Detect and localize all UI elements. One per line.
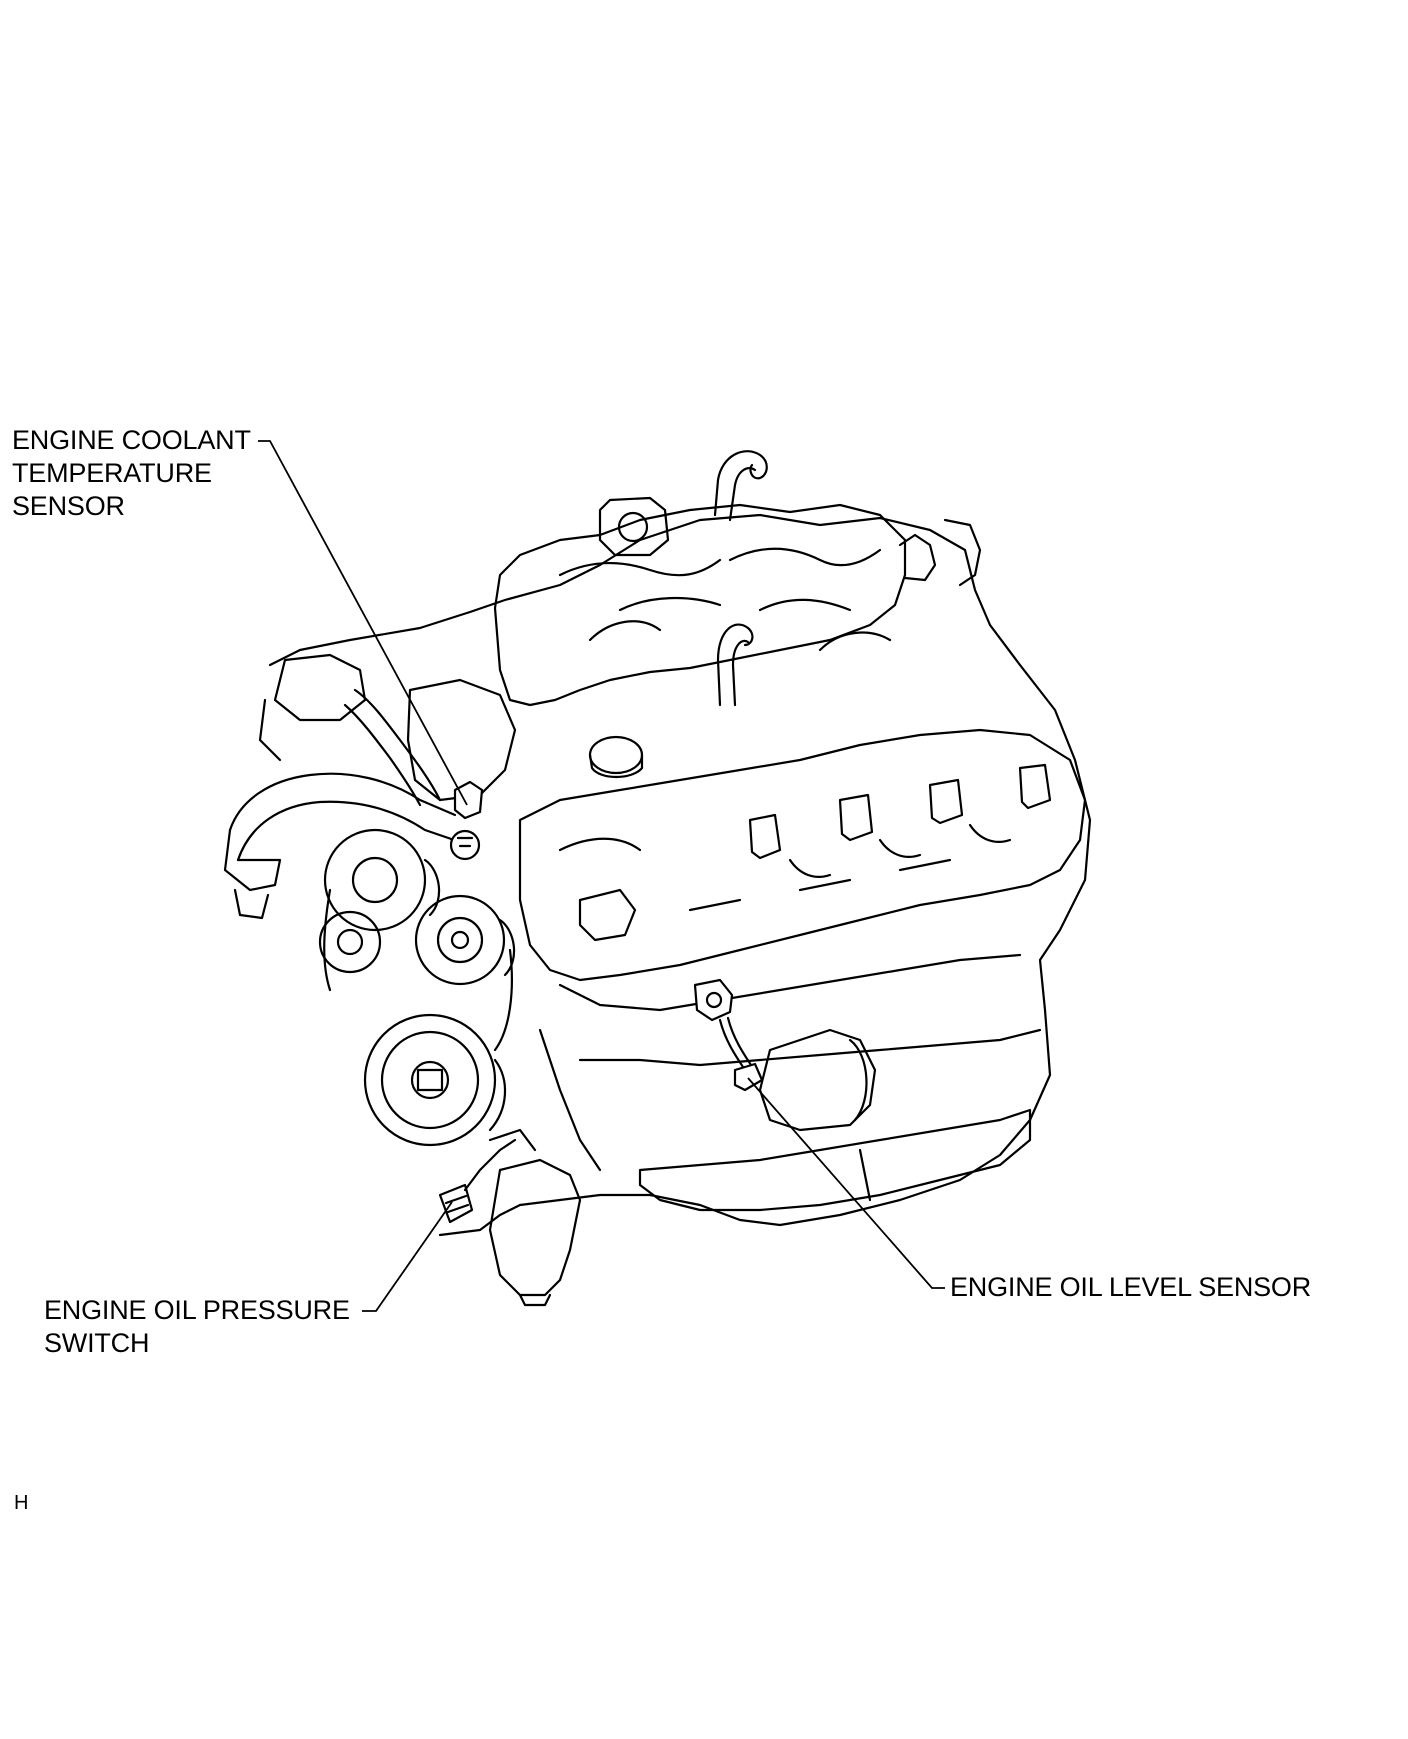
corner-mark: H [14, 1492, 29, 1514]
leader-lines [258, 440, 945, 1312]
coolant-sensor-label-line-1: ENGINE COOLANT [12, 425, 251, 455]
coolant-sensor-label-line-3: SENSOR [12, 491, 125, 521]
coolant-sensor-leader-line [258, 440, 468, 806]
oil-pressure-switch-leader-line [362, 1201, 453, 1312]
oil-level-sensor-label-line-1: ENGINE OIL LEVEL SENSOR [950, 1272, 1312, 1302]
oil-pressure-switch-label: ENGINE OIL PRESSURE SWITCH [44, 1294, 350, 1360]
engine-drawing [223, 450, 1092, 1307]
oil-level-sensor-label: ENGINE OIL LEVEL SENSOR [950, 1271, 1311, 1304]
coolant-sensor-label: ENGINE COOLANT TEMPERATURE SENSOR [12, 424, 251, 523]
oil-pressure-switch-label-line-2: SWITCH [44, 1328, 150, 1358]
coolant-sensor-label-line-2: TEMPERATURE [12, 458, 212, 488]
oil-level-sensor-leader-line [747, 1077, 945, 1289]
oil-pressure-switch-label-line-1: ENGINE OIL PRESSURE [44, 1295, 350, 1325]
